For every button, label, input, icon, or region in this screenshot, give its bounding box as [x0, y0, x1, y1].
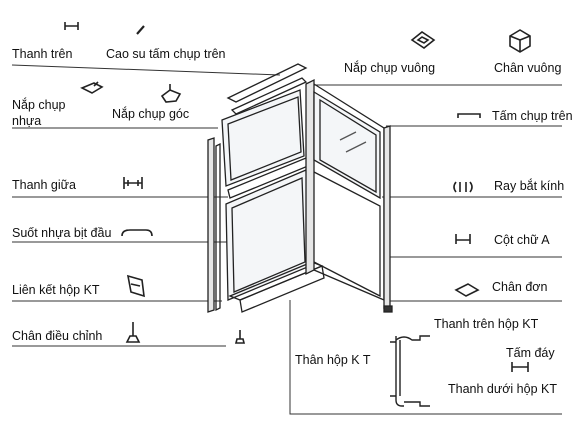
label-cot-chu-a: Cột chữ A: [494, 233, 550, 247]
partition-assembly: [207, 63, 393, 313]
chan-don-icon: [454, 283, 480, 297]
nap-chup-nhua-icon: [80, 81, 104, 94]
label-thanh-giua: Thanh giữa: [12, 178, 76, 192]
label-nap-chup-vuong: Nắp chụp vuông: [344, 61, 436, 75]
label-ray-bat-kinh: Ray bắt kính: [494, 179, 565, 193]
label-chan-don: Chân đơn: [492, 280, 548, 294]
nap-chup-goc-icon: [160, 84, 182, 103]
leader-hop-kt: [289, 300, 562, 415]
tam-day-icon: [511, 362, 529, 372]
leader-thanh-tren: [11, 64, 281, 76]
label-nap-chup-goc: Nắp chụp góc: [112, 107, 190, 121]
label-tam-chup-tren: Tấm chụp trên: [492, 109, 573, 123]
nap-chup-vuong-icon: [410, 31, 436, 49]
chan-dieu-chinh-icon: [125, 322, 141, 343]
label-than-hop: Thân hộp K T: [295, 353, 371, 367]
lien-ket-hop-icon: [126, 274, 145, 298]
suot-nhua-icon: [121, 229, 153, 237]
label-tam-day: Tấm đáy: [506, 346, 555, 360]
label-thanh-tren: Thanh trên: [12, 47, 73, 61]
label-thanh-tren-hop: Thanh trên hộp KT: [434, 317, 539, 331]
thanh-giua-icon: [123, 177, 143, 189]
label-thanh-duoi-hop: Thanh dưới hộp KT: [448, 382, 557, 396]
tam-chup-tren-icon: [457, 113, 481, 118]
chan-dieu-chinh-2-icon: [234, 330, 246, 344]
hop-kt-profile: [390, 335, 430, 407]
label-suot-nhua: Suốt nhựa bịt đầu: [12, 226, 112, 240]
label-chan-vuong: Chân vuông: [494, 61, 562, 75]
label-cao-su: Cao su tấm chụp trên: [106, 47, 226, 61]
cot-chu-a-icon: [455, 234, 471, 244]
cao-su-icon: [136, 25, 145, 35]
label-nap-chup-nhua-1: Nắp chụp: [12, 98, 66, 112]
ray-bat-kinh-icon: [453, 181, 473, 193]
chan-vuong-icon: [509, 29, 531, 53]
thanh-tren-icon: [64, 22, 79, 30]
label-nap-chup-nhua-2: nhựa: [12, 114, 42, 128]
label-lien-ket-hop: Liên kết hộp KT: [12, 283, 100, 297]
label-chan-dieu-chinh: Chân điều chỉnh: [12, 329, 103, 343]
